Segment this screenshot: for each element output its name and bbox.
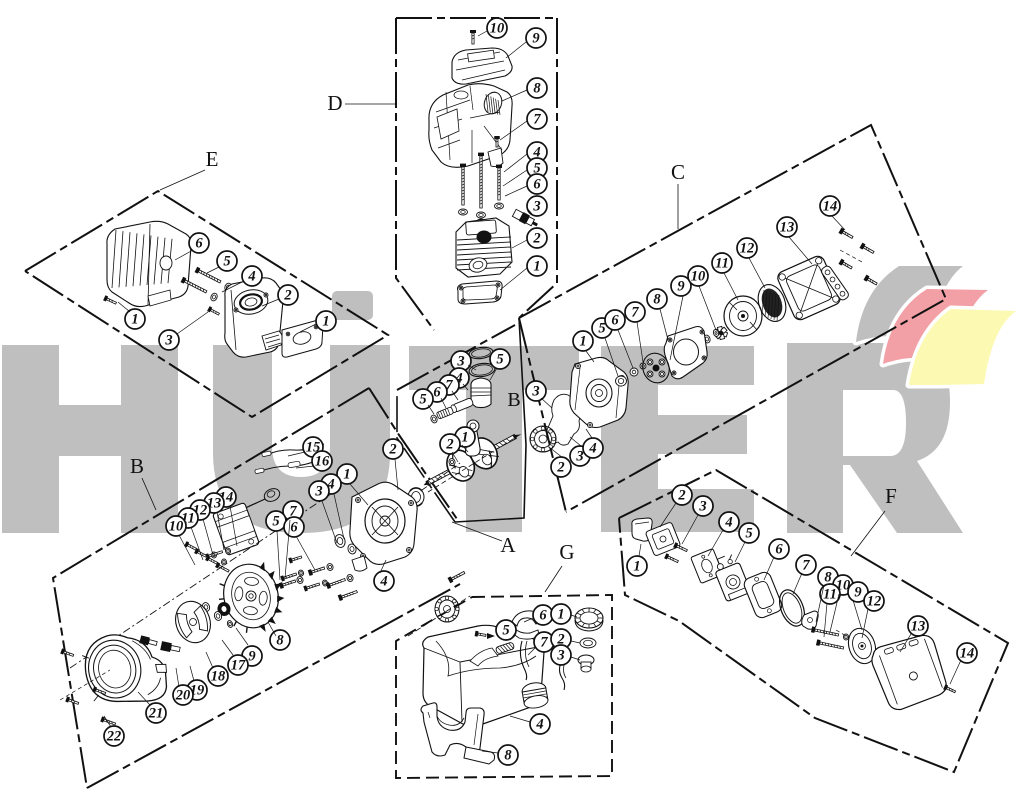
svg-text:5: 5: [419, 392, 426, 408]
svg-text:3: 3: [532, 199, 540, 215]
svg-text:5: 5: [502, 623, 509, 639]
svg-text:11: 11: [823, 587, 837, 603]
svg-text:5: 5: [598, 321, 605, 337]
svg-text:18: 18: [211, 669, 226, 685]
svg-text:G: G: [559, 540, 574, 564]
svg-text:6: 6: [539, 608, 547, 624]
svg-text:6: 6: [775, 542, 783, 558]
svg-text:1: 1: [579, 334, 586, 350]
svg-text:6: 6: [290, 520, 298, 536]
svg-text:8: 8: [653, 292, 661, 308]
svg-text:3: 3: [456, 354, 464, 370]
svg-text:3: 3: [164, 333, 172, 349]
svg-text:5: 5: [223, 254, 230, 270]
svg-text:10: 10: [169, 519, 184, 535]
svg-text:6: 6: [533, 177, 541, 193]
svg-text:2: 2: [677, 488, 685, 504]
svg-text:1: 1: [131, 312, 138, 328]
svg-text:2: 2: [283, 288, 291, 304]
svg-text:5: 5: [496, 352, 503, 368]
svg-text:8: 8: [824, 570, 832, 586]
svg-text:9: 9: [677, 279, 684, 295]
svg-text:B: B: [507, 389, 520, 411]
svg-text:4: 4: [532, 145, 540, 161]
svg-text:8: 8: [276, 633, 284, 649]
svg-text:2: 2: [532, 231, 540, 247]
svg-text:1: 1: [343, 467, 350, 483]
svg-text:5: 5: [745, 526, 752, 542]
svg-text:9: 9: [248, 649, 255, 665]
svg-text:2: 2: [445, 437, 453, 453]
svg-text:4: 4: [588, 441, 596, 457]
svg-text:17: 17: [231, 658, 246, 674]
svg-text:7: 7: [631, 305, 639, 321]
svg-text:C: C: [671, 160, 685, 184]
svg-text:7: 7: [445, 378, 453, 394]
svg-text:13: 13: [911, 619, 926, 635]
svg-text:8: 8: [533, 81, 541, 97]
svg-text:9: 9: [854, 585, 861, 601]
svg-text:F: F: [885, 484, 897, 508]
svg-text:4: 4: [724, 515, 732, 531]
svg-text:1: 1: [461, 430, 468, 446]
svg-text:7: 7: [289, 504, 297, 520]
svg-text:A: A: [500, 533, 516, 557]
svg-text:4: 4: [535, 717, 543, 733]
svg-text:4: 4: [247, 269, 255, 285]
svg-text:12: 12: [740, 241, 755, 257]
svg-text:2: 2: [556, 632, 564, 648]
svg-text:3: 3: [556, 648, 564, 664]
svg-text:3: 3: [531, 384, 539, 400]
svg-text:4: 4: [379, 574, 387, 590]
svg-text:3: 3: [314, 484, 322, 500]
svg-text:6: 6: [195, 236, 203, 252]
svg-text:9: 9: [532, 31, 539, 47]
svg-text:16: 16: [315, 454, 330, 470]
svg-text:11: 11: [715, 256, 729, 272]
svg-text:3: 3: [698, 499, 706, 515]
svg-text:7: 7: [802, 558, 810, 574]
svg-text:3: 3: [575, 449, 583, 465]
svg-text:21: 21: [148, 706, 164, 722]
svg-text:1: 1: [557, 607, 564, 623]
svg-text:E: E: [206, 147, 219, 171]
svg-text:2: 2: [556, 460, 564, 476]
svg-text:8: 8: [504, 748, 512, 764]
svg-text:1: 1: [533, 259, 540, 275]
svg-text:10: 10: [691, 269, 706, 285]
svg-text:B: B: [130, 454, 144, 478]
svg-text:10: 10: [490, 21, 505, 37]
svg-text:5: 5: [533, 161, 540, 177]
svg-text:12: 12: [867, 594, 882, 610]
svg-text:20: 20: [175, 688, 191, 704]
svg-text:4: 4: [326, 477, 334, 493]
svg-text:4: 4: [454, 371, 462, 387]
svg-text:6: 6: [433, 385, 441, 401]
svg-text:22: 22: [106, 729, 122, 745]
svg-text:5: 5: [272, 514, 279, 530]
svg-text:6: 6: [611, 313, 619, 329]
svg-text:7: 7: [540, 635, 548, 651]
svg-text:14: 14: [823, 199, 838, 215]
svg-text:13: 13: [780, 220, 795, 236]
svg-text:2: 2: [388, 442, 396, 458]
svg-text:1: 1: [322, 314, 329, 330]
svg-text:14: 14: [960, 646, 975, 662]
svg-text:1: 1: [633, 559, 640, 575]
svg-text:D: D: [327, 91, 342, 115]
svg-text:7: 7: [533, 112, 541, 128]
